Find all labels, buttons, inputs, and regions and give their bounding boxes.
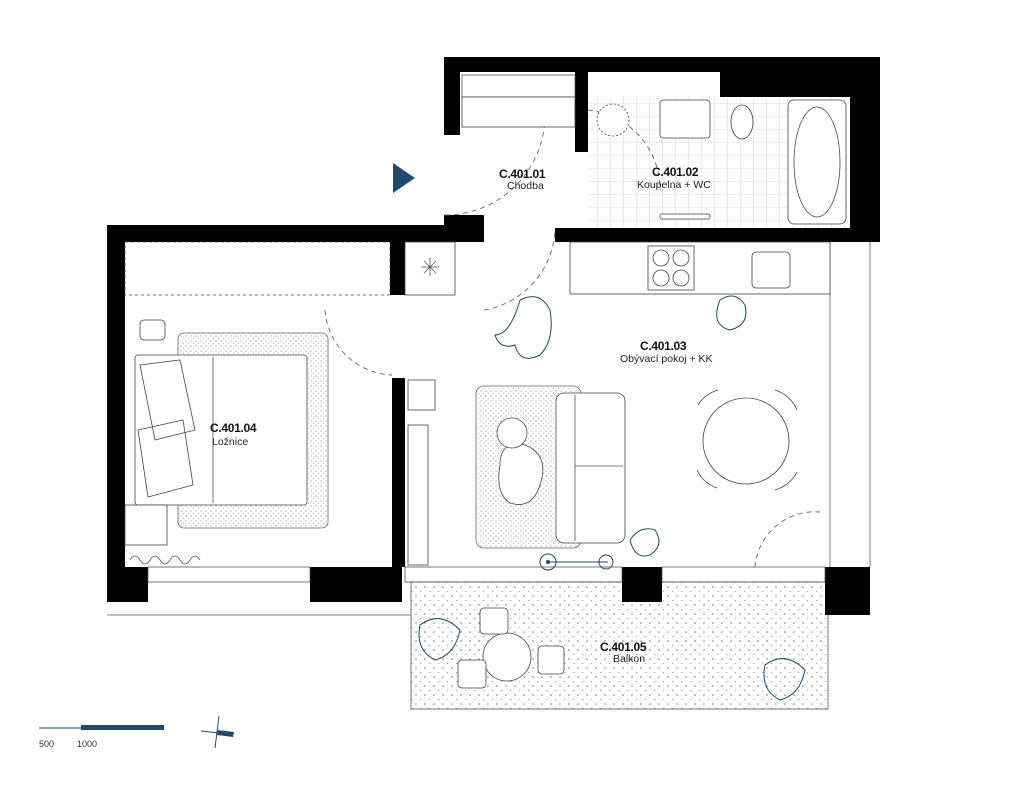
room-code-bathroom: C.401.02 bbox=[652, 165, 699, 179]
cooktop-burners bbox=[652, 249, 690, 287]
washbasin bbox=[659, 99, 711, 139]
towel-rail bbox=[659, 213, 711, 220]
plant-icon bbox=[629, 528, 660, 557]
scale-label-500: 500 bbox=[39, 739, 54, 749]
windows bbox=[107, 74, 871, 616]
sofa bbox=[555, 392, 626, 544]
kitchen-sink bbox=[751, 251, 791, 289]
door-swings bbox=[324, 109, 821, 568]
walls bbox=[107, 57, 880, 615]
room-code-balcony: C.401.05 bbox=[600, 640, 647, 654]
fan-icon bbox=[421, 258, 439, 276]
plant-icon bbox=[418, 618, 461, 661]
tv-stand bbox=[407, 424, 429, 566]
toilet bbox=[730, 104, 754, 140]
balcony-table bbox=[482, 632, 532, 682]
floor-lamp bbox=[539, 553, 614, 571]
balcony-chair bbox=[457, 659, 487, 689]
room-code-living: C.401.03 bbox=[640, 339, 687, 353]
pillows bbox=[137, 359, 196, 498]
room-name-bathroom: Koupelna + WC bbox=[637, 179, 711, 191]
radiator bbox=[129, 555, 201, 565]
shelf bbox=[407, 379, 436, 411]
scale-bar: 500 1000 bbox=[39, 725, 164, 749]
room-code-bedroom: C.401.04 bbox=[210, 421, 257, 435]
room-name-living: Obývací pokoj + KK bbox=[620, 353, 713, 365]
room-name-bedroom: Ložnice bbox=[212, 436, 248, 448]
side-table bbox=[496, 417, 528, 449]
balcony-chair bbox=[537, 645, 565, 675]
nightstand bbox=[139, 319, 166, 341]
wardrobe bbox=[124, 241, 391, 296]
room-name-hallway: Chodba bbox=[507, 180, 544, 192]
kitchen-counter bbox=[569, 241, 831, 295]
room-name-balcony: Balkon bbox=[613, 653, 645, 665]
room-code-hallway: C.401.01 bbox=[499, 167, 546, 181]
bench bbox=[124, 504, 168, 546]
plant-icon bbox=[494, 296, 552, 359]
plant-icon bbox=[763, 658, 806, 701]
scale-label-1000: 1000 bbox=[77, 739, 97, 749]
plant-icon bbox=[716, 295, 747, 331]
north-arrow-icon bbox=[200, 715, 234, 749]
balcony-chair bbox=[479, 607, 509, 635]
bathtub-basin bbox=[793, 106, 841, 218]
shoe-rack bbox=[461, 96, 576, 128]
entrance-arrow-icon bbox=[393, 163, 415, 193]
washing-machine bbox=[596, 103, 630, 137]
dining-table bbox=[696, 389, 798, 491]
